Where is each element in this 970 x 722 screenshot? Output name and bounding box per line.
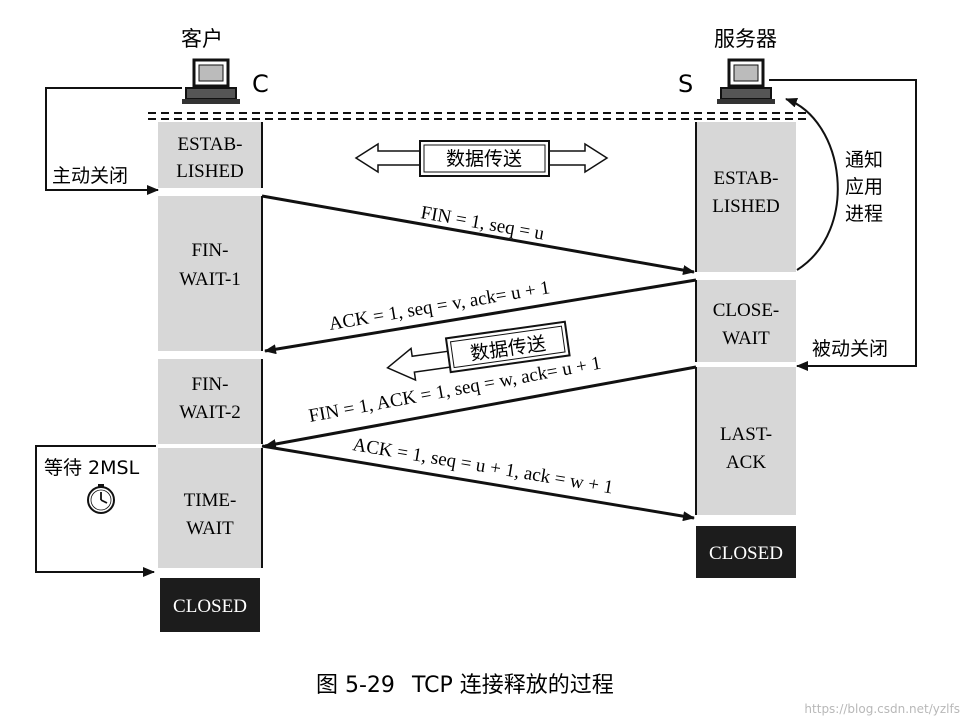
client-state-time-wait-line2: WAIT: [186, 518, 234, 539]
client-state-established-line2: LISHED: [176, 161, 244, 182]
fin1-message: FIN = 1, seq = u: [419, 202, 546, 244]
server-state-close-wait-line1: CLOSE-: [713, 300, 780, 321]
ack1-arrow: [264, 278, 697, 355]
server-state-close-wait-line2: WAIT: [722, 328, 770, 349]
client-state-fin-wait-1-line1: FIN-: [192, 240, 229, 261]
data-transfer-left-arrow: 数据传送: [386, 320, 571, 382]
server-state-established-line2: LISHED: [712, 196, 780, 217]
notify-app-label-line1: 通知: [845, 149, 883, 171]
notify-app-label-line3: 进程: [845, 203, 883, 225]
client-state-fin-wait-1-line2: WAIT-1: [179, 269, 241, 290]
caption-title: TCP 连接释放的过程: [411, 673, 614, 698]
data-transfer-double-arrow: [354, 140, 609, 177]
fin2-arrow: [264, 365, 697, 449]
server-state-closed: CLOSED: [709, 543, 783, 564]
fin1-arrow: [261, 194, 695, 276]
client-timeline: [158, 122, 263, 632]
notify-app-curve: [785, 97, 839, 271]
server-state-established-line1: ESTAB-: [714, 168, 779, 189]
server-timeline: [695, 122, 796, 578]
watermark: https://blog.csdn.net/yzlfs: [804, 702, 960, 716]
server-state-last-ack-line1: LAST-: [720, 424, 772, 445]
server-label: 服务器: [714, 27, 777, 51]
clock-icon: [87, 484, 115, 514]
notify-app-label-line2: 应用: [845, 176, 883, 198]
client-state-closed: CLOSED: [173, 596, 247, 617]
caption-figure-number: 图 5-29: [316, 673, 395, 698]
passive-close-label: 被动关闭: [812, 338, 888, 360]
passive-close-connector: [769, 79, 917, 371]
client-state-time-wait-line1: TIME-: [184, 490, 237, 511]
server-letter: S: [678, 70, 693, 98]
data-transfer-label: 数据传送: [446, 148, 522, 170]
ack1-message: ACK = 1, seq = v, ack= u + 1: [327, 277, 551, 335]
active-close-label: 主动关闭: [52, 165, 128, 187]
wait-2msl-connector: [35, 445, 156, 577]
client-state-fin-wait-2-line2: WAIT-2: [179, 402, 241, 423]
ack2-arrow: [261, 444, 695, 522]
client-computer-icon: [182, 58, 240, 104]
client-label: 客户: [181, 27, 223, 51]
server-state-last-ack-line2: ACK: [726, 452, 766, 473]
wait-2msl-label: 等待 2MSL: [44, 457, 140, 479]
client-state-fin-wait-2-line1: FIN-: [192, 374, 229, 395]
active-close-connector: [45, 87, 182, 195]
client-letter: C: [252, 70, 269, 98]
server-computer-icon: [717, 58, 775, 104]
client-state-established-line1: ESTAB-: [178, 134, 243, 155]
